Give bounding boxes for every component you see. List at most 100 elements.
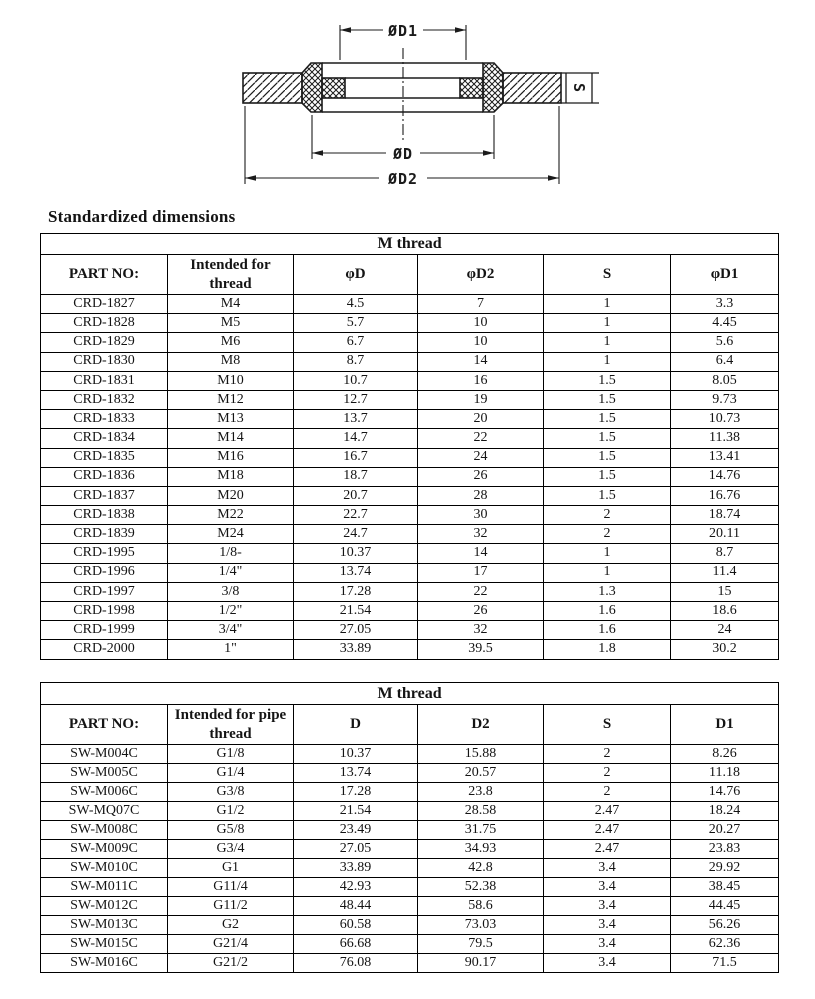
table-cell: SW-M010C — [40, 858, 168, 878]
table-cell: 7 — [417, 293, 544, 315]
table-cell: 34.93 — [417, 839, 544, 859]
table-cell: 2 — [543, 763, 671, 783]
table-cell: M8 — [167, 351, 294, 372]
table-cell: G21/2 — [167, 953, 294, 973]
table-cell: G3/4 — [167, 839, 294, 859]
table-cell: M18 — [167, 466, 294, 487]
table-cell: CRD-1996 — [40, 562, 168, 583]
table-cell: CRD-2000 — [40, 639, 168, 660]
table-cell: G2 — [167, 915, 294, 935]
table-cell: 20.11 — [669, 524, 780, 545]
table-cell: SW-M006C — [40, 782, 168, 802]
table-cell: CRD-1995 — [40, 543, 168, 564]
d1-label-mask — [383, 21, 423, 38]
table-cell: SW-M011C — [40, 877, 168, 897]
table-cell: 18.74 — [669, 505, 780, 526]
table-cell: 29.92 — [669, 858, 780, 878]
table-cell: 14 — [417, 351, 544, 372]
table-cell: 2 — [543, 782, 671, 802]
table-cell: 1.3 — [543, 581, 671, 603]
table-cell: 28.58 — [417, 801, 544, 821]
column-header: φD — [293, 254, 418, 295]
table-cell: 11.4 — [669, 562, 780, 583]
table-cell: 2.47 — [543, 839, 671, 859]
table-cell: SW-M015C — [40, 934, 168, 954]
table-cell: 10.37 — [293, 744, 418, 764]
table-cell: 4.5 — [293, 293, 418, 315]
table-cell: 3.3 — [669, 293, 780, 315]
seal-cross-section-drawing: ØD1 ØD ØD2 — [0, 0, 815, 215]
table-cell: SW-M008C — [40, 820, 168, 840]
table-cell: 30.2 — [669, 639, 780, 660]
table-cell: 22.7 — [293, 505, 418, 526]
table-cell: 13.74 — [293, 763, 418, 783]
table-cell: 16.76 — [669, 485, 780, 507]
table-cell: 3/8 — [167, 581, 294, 603]
table-cell: 8.7 — [669, 543, 780, 564]
table-cell: M10 — [167, 370, 294, 391]
table-cell: 10.7 — [293, 370, 418, 391]
table-cell: 1.5 — [543, 466, 671, 487]
table-cell: 10 — [417, 332, 544, 353]
table-cell: CRD-1836 — [40, 466, 168, 487]
table-cell: 2 — [543, 505, 671, 526]
table-cell: CRD-1837 — [40, 485, 168, 507]
table-cell: 32 — [417, 620, 544, 641]
column-header: PART NO: — [40, 704, 168, 745]
column-header: φD1 — [669, 254, 780, 295]
table-cell: M16 — [167, 447, 294, 468]
dimension-label-d2: ØD2 — [387, 170, 418, 188]
table-cell: CRD-1838 — [40, 505, 168, 526]
column-header: D2 — [417, 704, 544, 745]
table-cell: 16.7 — [293, 447, 418, 468]
dimension-s-lines — [561, 72, 599, 104]
table-cell: SW-M012C — [40, 896, 168, 916]
table-cell: 6.7 — [293, 332, 418, 353]
table-cell: 2.47 — [543, 820, 671, 840]
table-cell: 1" — [167, 639, 294, 660]
table-cell: 1 — [543, 313, 671, 334]
table-cell: 15.88 — [417, 744, 544, 764]
arrowhead-d2-right — [548, 175, 559, 181]
table-cell: 14 — [417, 543, 544, 564]
table-cell: CRD-1834 — [40, 428, 168, 449]
table-cell: 26 — [417, 466, 544, 487]
table-cell: 18.7 — [293, 466, 418, 487]
table-cell: 17 — [417, 562, 544, 583]
table-cell: 1.8 — [543, 639, 671, 660]
table-cell: M6 — [167, 332, 294, 353]
table-cell: 79.5 — [417, 934, 544, 954]
table-cell: 56.26 — [669, 915, 780, 935]
column-header: D1 — [669, 704, 780, 745]
table-cell: CRD-1831 — [40, 370, 168, 391]
table-cell: CRD-1827 — [40, 293, 168, 315]
table-cell: CRD-1839 — [40, 524, 168, 545]
table-cell: 3.4 — [543, 915, 671, 935]
table-cell: CRD-1830 — [40, 351, 168, 372]
table-cell: M13 — [167, 409, 294, 430]
table-cell: SW-M005C — [40, 763, 168, 783]
arrowhead-d-left — [312, 150, 323, 156]
table-cell: 90.17 — [417, 953, 544, 973]
table-cell: 1.5 — [543, 447, 671, 468]
table-cell: M4 — [167, 293, 294, 315]
table-cell: G3/8 — [167, 782, 294, 802]
table-cell: 5.6 — [669, 332, 780, 353]
table-cell: 30 — [417, 505, 544, 526]
dimension-label-d1: ØD1 — [387, 22, 418, 40]
